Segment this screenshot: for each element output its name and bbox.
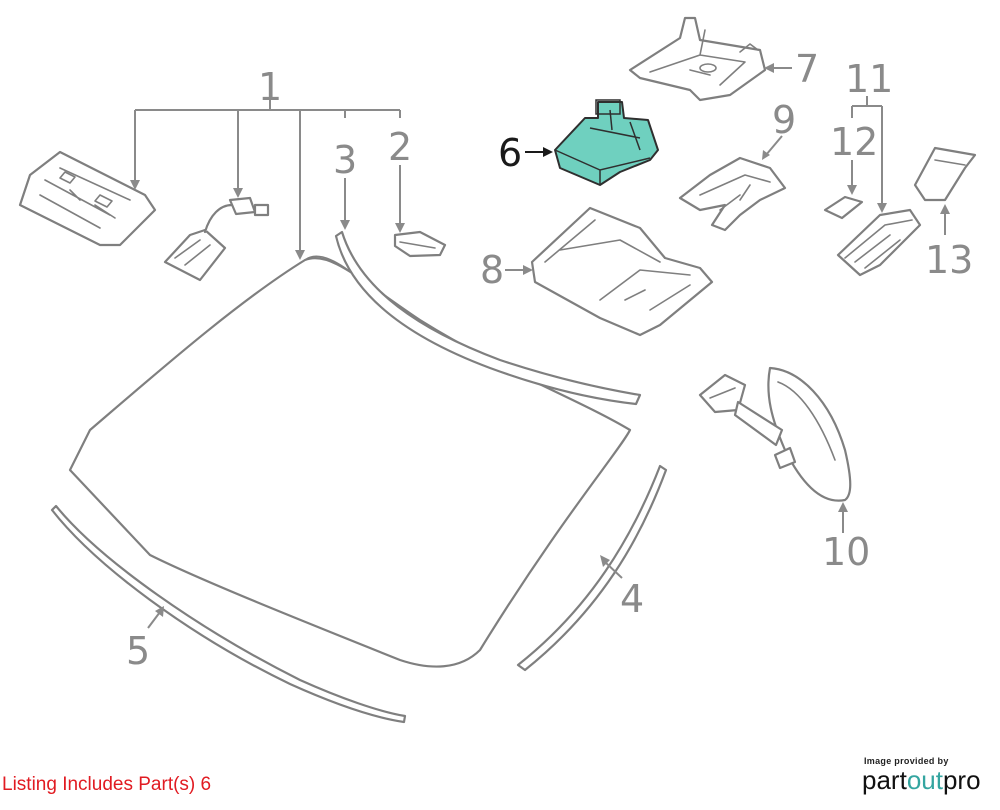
side-moulding-strip [516,464,668,672]
callout-4: 4 [620,577,644,621]
rear-view-mirror [698,366,852,502]
sensor-unit [836,208,922,277]
partoutpro-credit: Image provided by partoutpro [862,756,994,794]
callout-12: 12 [830,120,878,164]
brand-pro: pro [942,765,981,795]
trim-clip [393,230,447,258]
sensor-cover [913,146,977,202]
callout-1: 1 [258,65,282,109]
brand-part: part [862,765,907,795]
image-provided-by-text: Image provided by [864,756,949,766]
brand-out: out [906,765,943,795]
leader-lines [130,63,950,629]
callout-7: 7 [795,47,819,91]
upper-moulding-strip [334,230,642,406]
listing-includes-text: Listing Includes Part(s) 6 [2,774,212,795]
callout-5: 5 [126,629,150,673]
windshield-glass [68,255,632,668]
callout-10: 10 [822,530,870,574]
part-6-module-highlighted [554,99,659,186]
callout-2: 2 [388,125,412,169]
adhesive-pad [823,195,864,220]
callout-6-highlighted: 6 [498,131,522,175]
rain-sensor-harness [163,196,270,282]
sensor-bracket [678,156,787,232]
callout-9: 9 [772,98,796,142]
callout-13: 13 [925,238,973,282]
lower-moulding-strip [50,504,407,724]
partoutpro-logo: partoutpro [862,766,994,794]
camera-bracket [18,150,157,247]
callout-8: 8 [480,248,504,292]
callout-numbers: 1 2 3 4 5 6 7 8 9 10 11 12 13 [126,47,973,673]
callout-11: 11 [845,57,893,101]
callout-3: 3 [333,138,357,182]
lower-cover [530,206,714,337]
mounting-bracket [628,16,767,102]
